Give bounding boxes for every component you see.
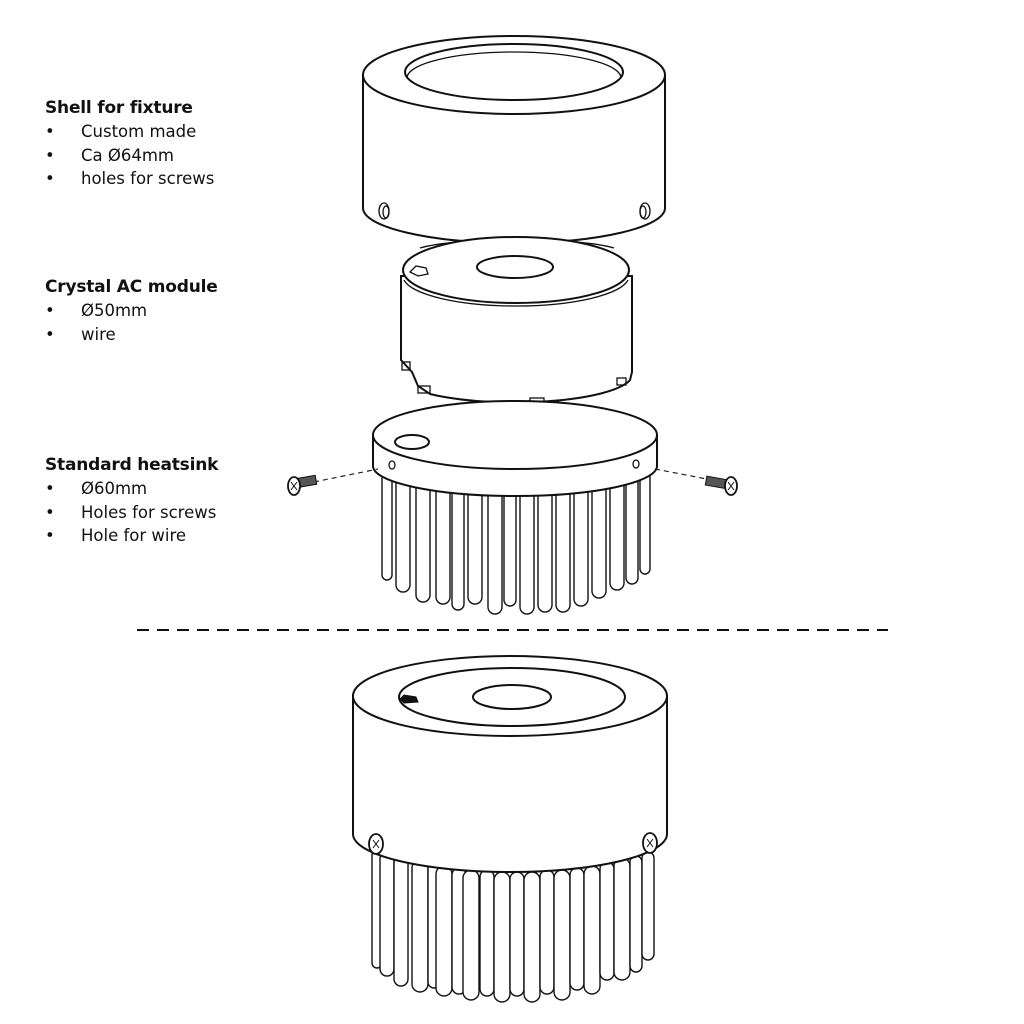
list-item: • Hole for wire [45, 524, 218, 548]
screw-icon [704, 475, 738, 496]
screw-hole-icon [632, 459, 640, 469]
bullet-icon: • [45, 324, 55, 344]
module-title: Crystal AC module [45, 277, 218, 297]
bullet-text: Hole for wire [81, 526, 187, 545]
shell-title: Shell for fixture [45, 98, 193, 118]
screw-head-icon [368, 833, 384, 855]
bullet-icon: • [45, 502, 55, 522]
heatsink-annotation: Standard heatsink • Ø60mm • Holes for scre… [45, 454, 218, 548]
shell-bullet-list: • Custom made • Ca Ø64mm • holes for screws [45, 120, 214, 191]
bullet-icon: • [45, 479, 55, 498]
assembled-fixture [352, 655, 668, 1003]
module-annotation: Crystal AC module • Ø50mm • wire [45, 276, 218, 346]
screw-icon [287, 474, 318, 496]
screw-hole-icon [378, 202, 390, 220]
heatsink-fins [381, 469, 651, 615]
bullet-icon: • [45, 145, 55, 165]
heatsink-bullet-list: • Ø60mm • Holes for screws • Hole for wire [45, 477, 218, 548]
bullet-icon: • [45, 122, 55, 141]
crystal-ac-module [400, 236, 633, 407]
bullet-text: Holes for screws [81, 502, 217, 522]
list-item: • Holes for screws [45, 501, 218, 525]
standard-heatsink [372, 400, 658, 615]
bullet-text: holes for screws [81, 169, 215, 188]
list-item: • holes for screws [45, 167, 214, 191]
screw-hole-icon [639, 202, 651, 220]
module-bullet-list: • Ø50mm • wire [45, 299, 218, 346]
screw-left [287, 468, 379, 496]
list-item: • Ø50mm [45, 299, 218, 323]
bullet-text: Ø60mm [81, 479, 148, 498]
list-item: • wire [45, 323, 218, 347]
bullet-text: Ø50mm [81, 301, 148, 320]
screw-right [654, 468, 738, 496]
list-item: • Ca Ø64mm [45, 144, 214, 168]
bullet-icon: • [45, 301, 55, 320]
shell-annotation: Shell for fixture • Custom made • Ca Ø64mm… [45, 97, 214, 191]
connector-icon [399, 694, 419, 704]
bullet-text: wire [81, 324, 116, 344]
bullet-text: Custom made [81, 122, 197, 141]
screw-head-icon [642, 832, 658, 854]
bullet-icon: • [45, 526, 55, 545]
heatsink-title: Standard heatsink [45, 455, 219, 475]
screw-hole-icon [388, 460, 396, 470]
bullet-icon: • [45, 169, 55, 188]
shell-for-fixture [362, 35, 666, 244]
connector-icon [408, 265, 429, 277]
list-item: • Custom made [45, 120, 214, 144]
heatsink-fins [371, 849, 655, 1003]
bullet-text: Ca Ø64mm [81, 145, 175, 165]
list-item: • Ø60mm [45, 477, 218, 501]
